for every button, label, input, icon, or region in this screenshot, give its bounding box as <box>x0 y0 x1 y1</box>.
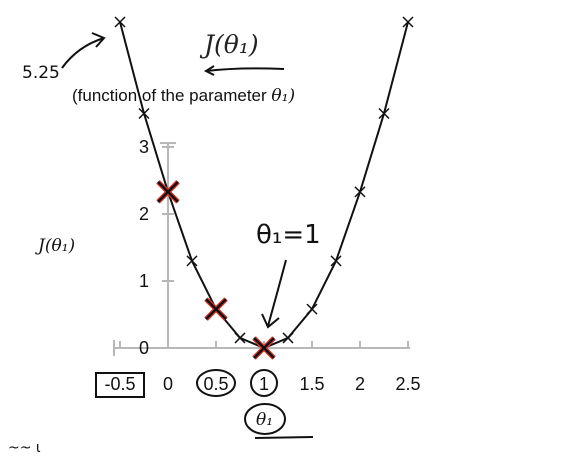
x-tick-label: 1.5 <box>299 374 324 394</box>
curve-point <box>378 107 390 120</box>
tick-circle <box>196 369 236 397</box>
annotation-arrow <box>61 37 105 69</box>
x-tick-label: 1 <box>259 374 269 394</box>
curve-point <box>234 332 246 344</box>
curve-point <box>402 16 414 28</box>
title-arrow-icon <box>203 65 215 76</box>
bottom-note: ~~ ι <box>8 440 41 456</box>
y-tick-label: 2 <box>139 204 149 224</box>
subtitle-math: θ₁) <box>271 86 295 106</box>
tick-box <box>95 372 145 398</box>
x-axis-label: θ₁ <box>256 410 273 430</box>
curve-point <box>138 107 150 120</box>
subtitle-text: (function of the parameter <box>72 86 271 105</box>
curve-point <box>114 16 126 28</box>
left-value-annotation: 5.25 <box>22 63 60 83</box>
y-tick-label: 0 <box>139 338 149 358</box>
y-tick-label: 3 <box>139 137 149 157</box>
y-axis-label: J(θ₁) <box>35 236 75 256</box>
x-tick-label: 0 <box>163 374 173 394</box>
theta-equals-annotation: θ₁=1 <box>256 220 321 250</box>
x-tick-label: 2.5 <box>395 374 420 394</box>
tick-circle <box>250 369 278 397</box>
curve-point <box>330 255 342 267</box>
highlight-point <box>205 298 227 321</box>
curve-point <box>186 255 198 267</box>
x-tick-label: 2 <box>355 374 365 394</box>
xlabel-underline <box>254 436 314 439</box>
curve-point <box>306 303 318 315</box>
x-tick-label: -0.5 <box>104 374 135 394</box>
theta-arrow <box>267 259 287 327</box>
highlight-point <box>253 337 275 359</box>
title-underline <box>205 67 285 72</box>
chart-title: J(θ₁) <box>199 30 259 59</box>
marker-layer <box>156 180 276 360</box>
xlabel-circle <box>244 403 286 435</box>
highlight-point <box>157 181 179 203</box>
curve-point <box>354 186 366 198</box>
theta-arrow-head-icon <box>261 313 280 329</box>
y-tick-label: 1 <box>139 271 149 291</box>
x-tick-label: 0.5 <box>203 374 228 394</box>
curve-point <box>282 332 294 344</box>
annotation-arrow-head-icon <box>91 32 106 48</box>
chart-subtitle: (function of the parameter θ₁) <box>72 86 295 106</box>
